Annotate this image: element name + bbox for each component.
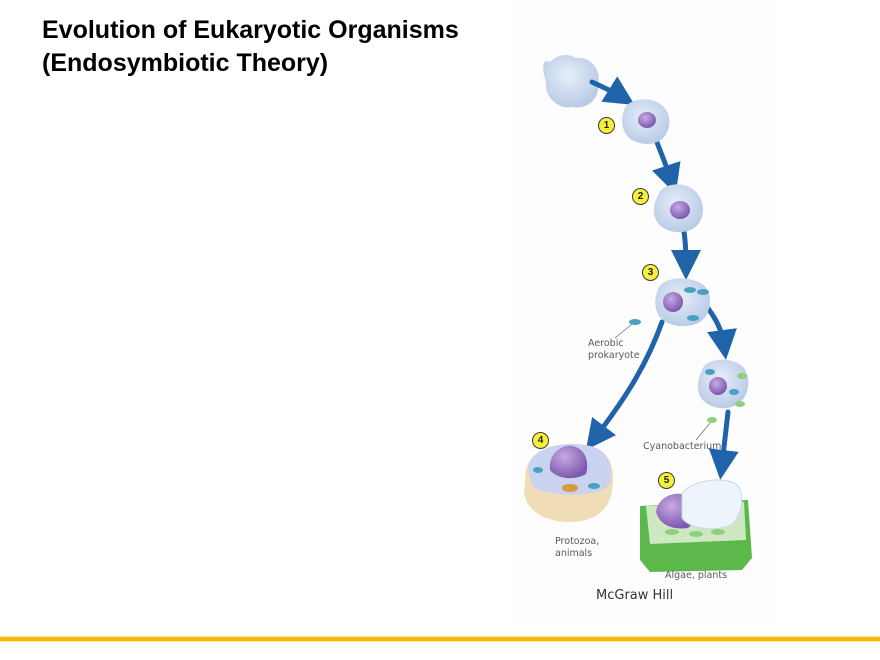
slide-title: Evolution of Eukaryotic Organisms (Endos… <box>42 16 459 77</box>
label-protozoa-line1: Protozoa, <box>555 536 600 547</box>
step-badge-5: 5 <box>658 472 675 489</box>
label-algae-plants: Algae, plants <box>665 570 728 581</box>
label-aerobic-prokaryote: Aerobic prokaryote <box>588 338 640 362</box>
step3-cell-icon <box>614 278 711 339</box>
diagram-graphics <box>524 55 752 572</box>
aerobic-prokaryote-icon <box>629 319 641 325</box>
label-cyanobacterium: Cyanobacterium <box>643 441 722 452</box>
animal-cell-icon <box>524 444 614 522</box>
step1-cell-icon <box>622 99 670 144</box>
endosymbiosis-diagram: 1 2 3 4 5 Aerobic prokaryote Cyanobacter… <box>510 0 772 622</box>
step-badge-4: 4 <box>532 432 549 449</box>
step-badge-1: 1 <box>598 117 615 134</box>
label-protozoa-line2: animals <box>555 548 593 559</box>
label-aerobic-line2: prokaryote <box>588 350 640 361</box>
label-aerobic-line1: Aerobic <box>588 338 624 349</box>
footer-rule <box>0 637 880 641</box>
ancestral-cell-icon <box>543 55 599 108</box>
publisher-credit: McGraw Hill <box>596 588 674 603</box>
arrow-icons <box>585 76 739 480</box>
step-badge-2: 2 <box>632 188 649 205</box>
plant-cell-icon <box>640 479 752 572</box>
step2-cell-icon <box>653 184 703 233</box>
photosynthetic-ancestor-cell-icon <box>695 359 749 441</box>
cyanobacterium-icon <box>707 417 717 423</box>
step-badge-3: 3 <box>642 264 659 281</box>
label-protozoa-animals: Protozoa, animals <box>555 536 599 560</box>
